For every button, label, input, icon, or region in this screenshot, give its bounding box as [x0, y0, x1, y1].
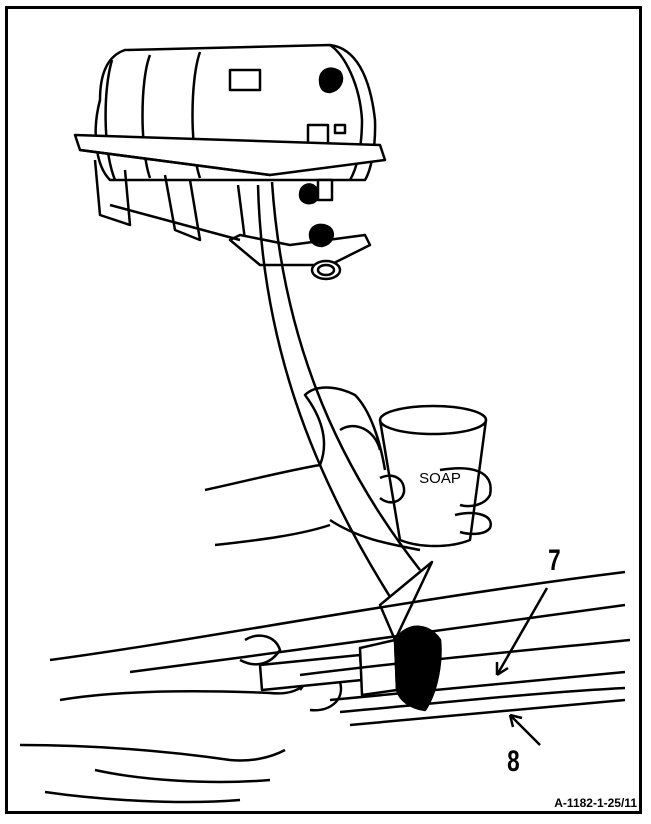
callout-leaders	[497, 588, 547, 745]
tank-assembly	[75, 45, 385, 279]
callout-8: 8	[507, 745, 520, 779]
cup-label: SOAP	[410, 470, 470, 487]
callout-7: 7	[548, 544, 561, 578]
hand-with-brush	[20, 627, 440, 802]
figure-id: A-1182-1-25/11	[554, 796, 637, 810]
